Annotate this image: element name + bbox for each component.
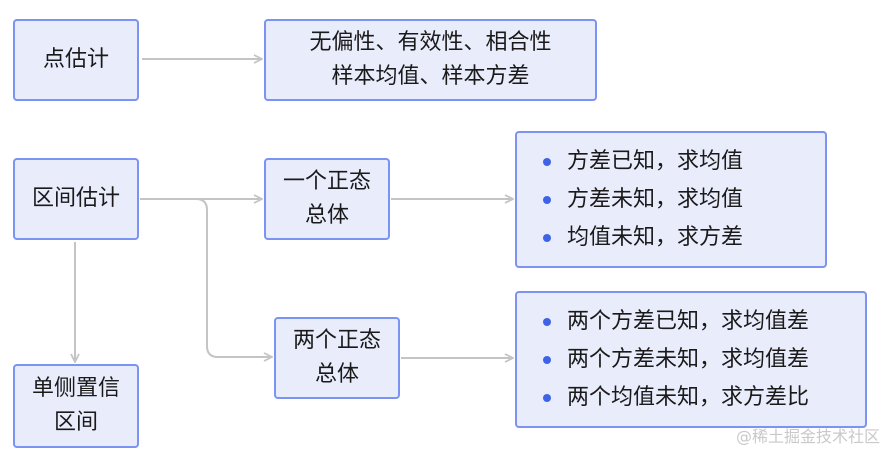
list-item: 均值未知，求方差: [535, 219, 743, 257]
point-properties-line-2: 样本均值、样本方差: [331, 64, 530, 89]
one-sided-interval-node: 单侧置信 区间: [13, 364, 139, 448]
one-population-cases-list: 方差已知，求均值 方差未知，求均值 均值未知，求方差: [517, 143, 743, 257]
interval-estimation-label: 区间估计: [31, 186, 120, 211]
two-population-cases-list: 两个方差已知，求均值差 两个方差未知，求均值差 两个均值未知，求方差比: [517, 303, 809, 417]
list-item: 方差已知，求均值: [535, 143, 743, 181]
two-population-line-2: 总体: [314, 362, 359, 387]
one-population-line-2: 总体: [304, 203, 349, 228]
one-sided-line-2: 区间: [53, 410, 98, 435]
two-population-cases-node: 两个方差已知，求均值差 两个方差未知，求均值差 两个均值未知，求方差比: [515, 291, 867, 428]
one-population-node: 一个正态 总体: [264, 158, 390, 240]
point-estimation-label: 点估计: [42, 47, 109, 72]
point-properties-line-1: 无偏性、有效性、相合性: [309, 30, 552, 55]
point-properties-node: 无偏性、有效性、相合性 样本均值、样本方差: [264, 19, 597, 101]
list-item: 两个均值未知，求方差比: [535, 379, 809, 417]
edge-interval-to-two-population: [195, 198, 272, 357]
list-item: 两个方差已知，求均值差: [535, 303, 809, 341]
two-population-line-1: 两个正态: [292, 328, 381, 353]
watermark: @稀土掘金技术社区: [735, 427, 880, 446]
one-sided-line-1: 单侧置信: [31, 376, 120, 401]
one-population-line-1: 一个正态: [282, 169, 371, 194]
list-item: 两个方差未知，求均值差: [535, 341, 809, 379]
one-population-cases-node: 方差已知，求均值 方差未知，求均值 均值未知，求方差: [515, 131, 827, 268]
interval-estimation-node: 区间估计: [13, 158, 139, 240]
point-estimation-node: 点估计: [13, 19, 139, 101]
list-item: 方差未知，求均值: [535, 181, 743, 219]
two-population-node: 两个正态 总体: [274, 317, 400, 399]
